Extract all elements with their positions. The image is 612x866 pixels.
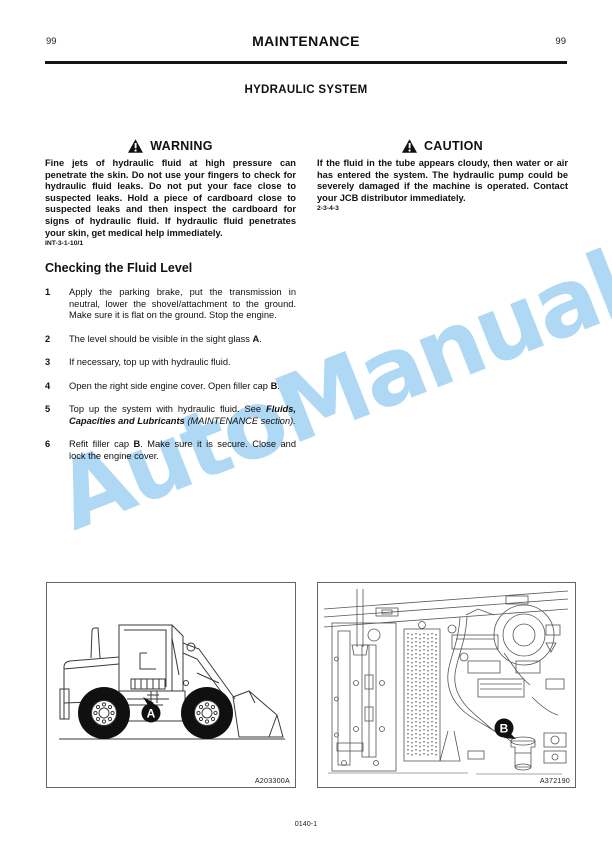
callout-ref-b: B: [133, 439, 141, 450]
callout-a-marker: A: [141, 697, 161, 723]
figure-caption: A372190: [539, 776, 570, 785]
header-rule: [45, 61, 567, 64]
step-text-segment: The level should be visible in the sight…: [69, 333, 253, 344]
warning-triangle-icon: [401, 139, 417, 153]
step-number: 3: [45, 357, 51, 368]
step-text-segment: . Make sure it is secure. Close and lock…: [69, 439, 296, 461]
step-text: Top up the system with hydraulic fluid. …: [69, 404, 296, 427]
warning-heading: WARNING: [45, 139, 296, 153]
step-text-segment: If necessary, top up with hydraulic flui…: [69, 357, 231, 368]
callout-ref-a: A: [252, 333, 260, 344]
page-number-right: 99: [555, 36, 566, 47]
page-title: MAINTENANCE: [252, 33, 360, 49]
step-5: 5 Top up the system with hydraulic fluid…: [45, 404, 296, 427]
step-text: If necessary, top up with hydraulic flui…: [69, 357, 296, 369]
step-6: 6 Refit filler cap B. Make sure it is se…: [45, 439, 296, 462]
section-title: HYDRAULIC SYSTEM: [244, 84, 368, 96]
step-text-segment: Top up the system with hydraulic fluid. …: [69, 404, 267, 415]
cross-reference: Fluids, Capacities and Lubricants: [69, 404, 296, 426]
warning-title-text: WARNING: [150, 139, 213, 153]
step-text-segment: Refit filler cap: [69, 439, 134, 450]
caution-code: 2-3-4-3: [317, 205, 339, 213]
figure-caption: A203300A: [254, 776, 290, 785]
caution-heading: CAUTION: [317, 139, 568, 153]
step-text-segment: Open the right side engine cover. Open f…: [69, 380, 271, 391]
callout-ref-b: B: [270, 380, 278, 391]
step-text-segment: .: [259, 333, 262, 344]
step-text-segment: .: [277, 380, 280, 391]
caution-title-text: CAUTION: [423, 139, 484, 153]
step-number: 1: [45, 287, 51, 298]
step-number: 5: [45, 404, 51, 415]
warning-code: INT-3-1-10/1: [45, 240, 84, 248]
step-text: Apply the parking brake, put the transmi…: [69, 287, 296, 322]
step-number: 2: [45, 333, 51, 344]
step-3: 3 If necessary, top up with hydraulic fl…: [45, 357, 296, 369]
step-text: Open the right side engine cover. Open f…: [69, 381, 296, 393]
right-column: CAUTION If the fluid in the tube appears…: [317, 139, 568, 212]
svg-text:B: B: [500, 722, 509, 736]
engine-compartment-drawing: B: [323, 589, 569, 775]
step-text: The level should be visible in the sight…: [69, 334, 296, 346]
footer-code: 0140-1: [294, 819, 318, 828]
svg-text:A: A: [147, 707, 156, 721]
callout-b-marker: B: [494, 718, 516, 739]
cross-reference-section: (MAINTENANCE section).: [187, 415, 296, 426]
warning-triangle-icon: [128, 139, 144, 153]
step-4: 4 Open the right side engine cover. Open…: [45, 381, 296, 393]
step-number: 4: [45, 380, 51, 391]
step-2: 2 The level should be visible in the sig…: [45, 334, 296, 346]
step-number: 6: [45, 439, 51, 450]
left-column: WARNING Fine jets of hydraulic fluid at …: [45, 139, 296, 474]
warning-body: Fine jets of hydraulic fluid at high pre…: [45, 158, 296, 238]
caution-body: If the fluid in the tube appears cloudy,…: [317, 158, 568, 203]
step-1: 1 Apply the parking brake, put the trans…: [45, 287, 296, 322]
step-text-segment: Apply the parking brake, put the transmi…: [69, 287, 296, 321]
wheel-loader-drawing: A: [59, 624, 285, 740]
step-text: Refit filler cap B. Make sure it is secu…: [69, 439, 296, 462]
figure-engine-compartment: B A372190: [317, 582, 576, 788]
procedure-heading: Checking the Fluid Level: [45, 261, 193, 276]
figure-wheel-loader: A A203300A: [46, 582, 296, 788]
page-number-left: 99: [46, 36, 57, 47]
